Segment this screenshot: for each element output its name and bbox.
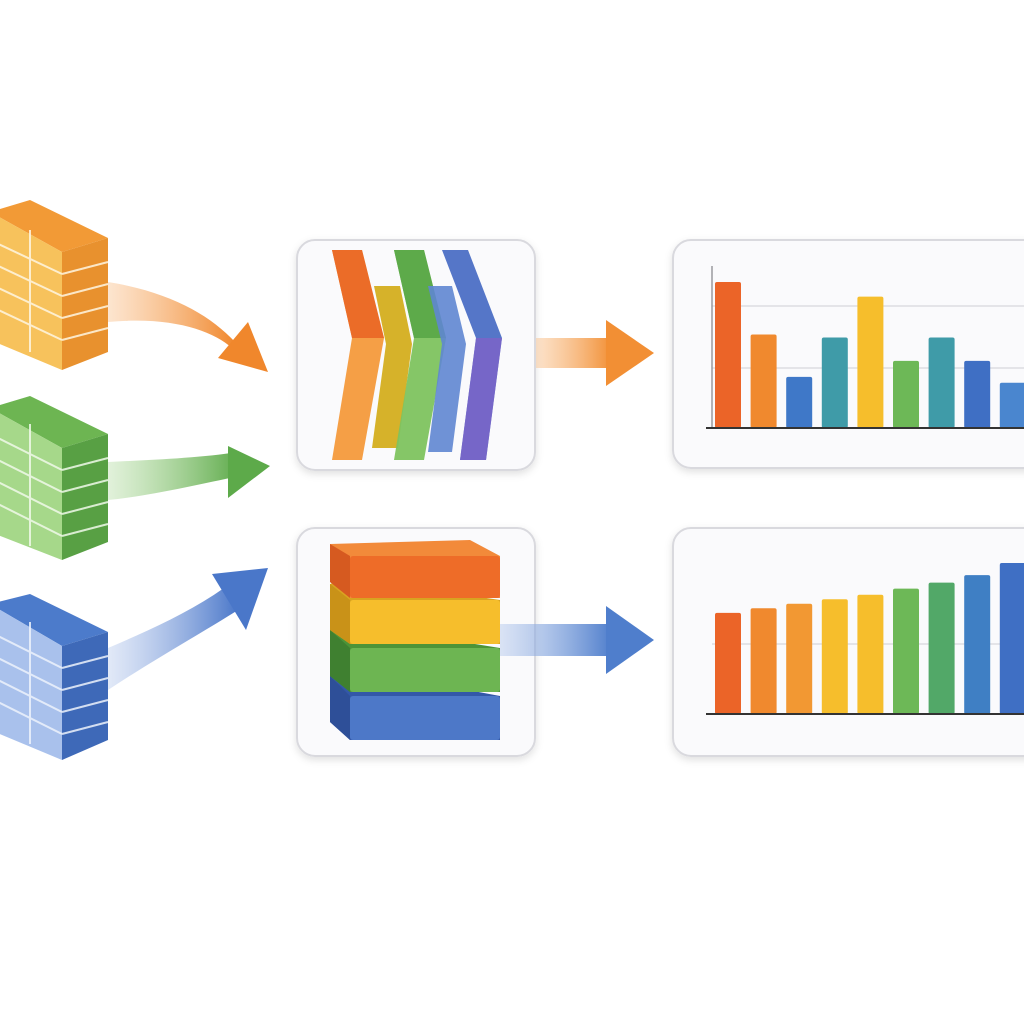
chart-plot-area <box>706 563 1024 715</box>
stack-side-face <box>62 632 108 760</box>
output-bar-chart-top <box>672 239 1024 469</box>
orange-curved-arrow <box>108 282 268 372</box>
blue-curved-arrow <box>108 568 268 690</box>
chart-bar <box>928 582 955 714</box>
chart-bar <box>821 599 848 714</box>
chart-bar <box>750 334 777 428</box>
stack-side-face <box>62 238 108 370</box>
chart-bar <box>821 337 848 428</box>
chart-bar <box>893 360 919 428</box>
chart-bar <box>750 608 777 714</box>
blue-straight-arrow <box>500 606 654 674</box>
chart-bar <box>857 594 884 714</box>
stacked-layers-processor <box>296 527 536 757</box>
chart-bar <box>715 612 741 714</box>
stack-side-face <box>62 434 108 560</box>
chart-bar <box>893 588 919 714</box>
chart-bar <box>999 563 1024 714</box>
chevron-ribbons-icon <box>332 250 502 460</box>
chart-bar <box>715 282 741 428</box>
output-bar-chart-bottom <box>672 527 1024 757</box>
orange-data-stack <box>0 200 109 370</box>
orange-straight-arrow <box>536 320 654 386</box>
stack-top-face <box>0 396 108 448</box>
stacked-layers-icon <box>330 540 500 740</box>
green-data-stack <box>0 396 109 560</box>
blue-data-stack <box>0 594 109 760</box>
stack-top-face <box>0 594 108 646</box>
chart-bar <box>928 337 955 428</box>
green-curved-arrow <box>108 446 270 500</box>
chart-plot-area <box>706 266 1024 429</box>
chart-bar <box>964 360 991 428</box>
stack-top-face <box>0 200 108 252</box>
chart-bar <box>786 376 813 428</box>
chart-bar <box>999 382 1024 428</box>
chart-bar <box>786 603 813 714</box>
chart-bar <box>964 575 991 714</box>
parallel-ribbons-processor <box>296 239 536 471</box>
chart-bar <box>857 296 884 428</box>
